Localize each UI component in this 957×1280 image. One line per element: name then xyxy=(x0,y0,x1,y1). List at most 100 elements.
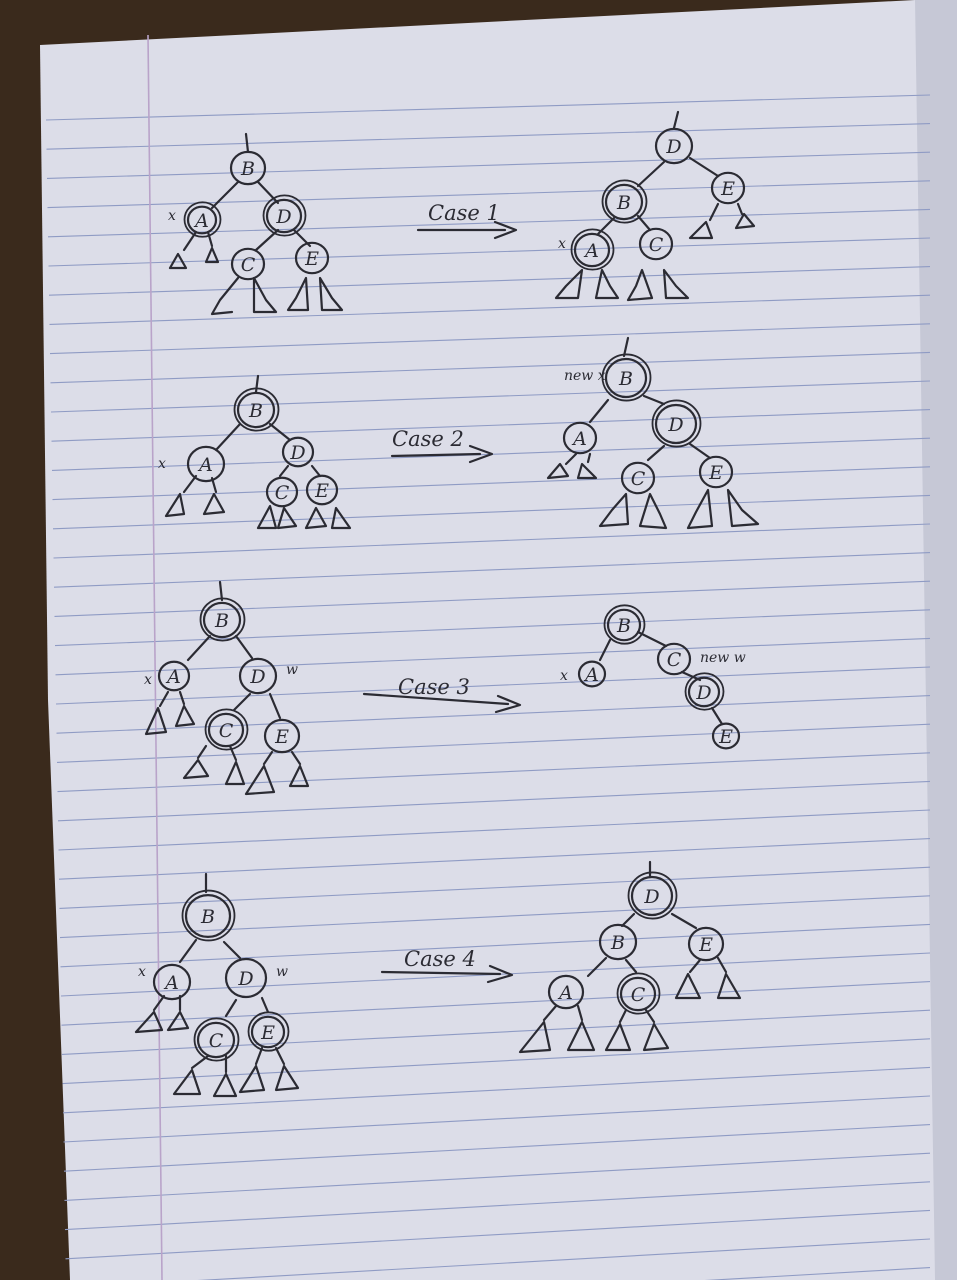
ruled-line xyxy=(63,1095,931,1143)
node-label: C xyxy=(649,234,664,256)
node-circle xyxy=(547,974,585,1010)
node-label: C xyxy=(667,649,682,671)
tree-node-b: B xyxy=(199,597,246,642)
node-circle xyxy=(606,608,642,642)
tree-node-c: C xyxy=(638,227,674,261)
node-label: C xyxy=(209,1030,224,1052)
ruled-line xyxy=(50,380,931,413)
ruled-line xyxy=(58,838,931,880)
node-circle xyxy=(604,183,644,221)
node-circle xyxy=(236,391,276,429)
node-label: E xyxy=(718,726,733,748)
tree-node-d: D xyxy=(684,672,725,711)
w-marker: w xyxy=(276,964,288,980)
node-label: C xyxy=(219,720,234,742)
node-circle xyxy=(157,660,191,692)
new-w-marker: new w xyxy=(700,650,746,666)
tree-node-c: C xyxy=(193,1017,240,1062)
tree-node-c: C xyxy=(265,476,299,508)
ruled-line xyxy=(49,323,931,355)
tree-node-a: A xyxy=(570,228,615,271)
node-outer-ring xyxy=(616,972,661,1015)
node-circle xyxy=(184,893,232,938)
node-circle xyxy=(710,171,746,205)
ruled-line xyxy=(56,695,931,734)
node-circle xyxy=(207,712,245,748)
node-outer-ring xyxy=(193,1017,240,1062)
node-circle xyxy=(604,357,648,399)
node-circle xyxy=(152,963,192,1001)
node-label: E xyxy=(304,248,319,270)
node-outer-ring xyxy=(603,604,646,645)
node-circle xyxy=(654,127,694,165)
node-label: C xyxy=(275,482,290,504)
ruled-line xyxy=(56,723,931,763)
node-circle xyxy=(281,436,315,468)
tree-node-e: E xyxy=(305,474,339,506)
node-circle xyxy=(562,421,598,455)
ruled-line xyxy=(51,409,931,442)
tree-node-c: C xyxy=(656,642,692,676)
tree-node-a: A xyxy=(562,421,598,455)
node-circle xyxy=(265,476,299,508)
ruled-line xyxy=(57,752,931,793)
ruled-line xyxy=(59,895,931,939)
node-circle xyxy=(577,660,607,688)
node-label: B xyxy=(240,158,255,180)
ruled-line xyxy=(53,523,931,559)
ruled-line xyxy=(64,1152,931,1201)
tree-node-d: D xyxy=(654,127,694,165)
ruled-line xyxy=(55,666,931,705)
tree-node-e: E xyxy=(687,926,725,962)
ruled-lines xyxy=(45,94,931,1280)
tree-node-c: C xyxy=(620,461,656,495)
node-circle xyxy=(620,461,656,495)
node-label: A xyxy=(193,210,209,232)
node-circle xyxy=(598,923,638,961)
ruled-line xyxy=(61,1009,931,1055)
node-label: D xyxy=(249,666,265,688)
tree-node-c: C xyxy=(204,708,249,751)
node-circle xyxy=(250,1015,286,1049)
ruled-line xyxy=(55,637,931,676)
tree-node-a: A xyxy=(547,974,585,1010)
node-outer-ring xyxy=(233,387,280,432)
ruled-line xyxy=(63,1124,931,1172)
node-label: D xyxy=(665,136,681,158)
ruled-line xyxy=(54,580,931,617)
case3-arrow: Case 3 xyxy=(362,675,522,714)
node-outer-ring xyxy=(199,597,246,642)
case3-label: Case 3 xyxy=(398,675,470,699)
node-circle xyxy=(698,455,734,489)
node-label: B xyxy=(610,932,625,954)
tree-node-b: B xyxy=(233,387,280,432)
node-label: E xyxy=(708,462,723,484)
paper-sheet xyxy=(40,0,957,1280)
node-label: B xyxy=(248,400,263,422)
node-label: D xyxy=(643,886,659,908)
node-label: B xyxy=(200,906,215,928)
node-label: E xyxy=(314,480,329,502)
x-marker: x xyxy=(158,456,166,472)
tree-node-a: A xyxy=(186,445,226,483)
ruled-line xyxy=(58,809,931,851)
tree-node-a: A xyxy=(183,201,222,238)
node-label: A xyxy=(197,454,213,476)
node-circle xyxy=(630,875,674,917)
node-outer-ring xyxy=(204,708,249,751)
node-circle xyxy=(711,722,741,750)
case4-arrow: Case 4 xyxy=(380,947,514,984)
w-marker: w xyxy=(286,662,298,678)
node-label: E xyxy=(274,726,289,748)
node-label: B xyxy=(616,192,631,214)
node-label: A xyxy=(557,982,573,1004)
tree-node-d: D xyxy=(627,871,678,920)
ruled-line xyxy=(49,294,931,325)
node-label: C xyxy=(631,468,646,490)
node-label: A xyxy=(165,666,181,688)
